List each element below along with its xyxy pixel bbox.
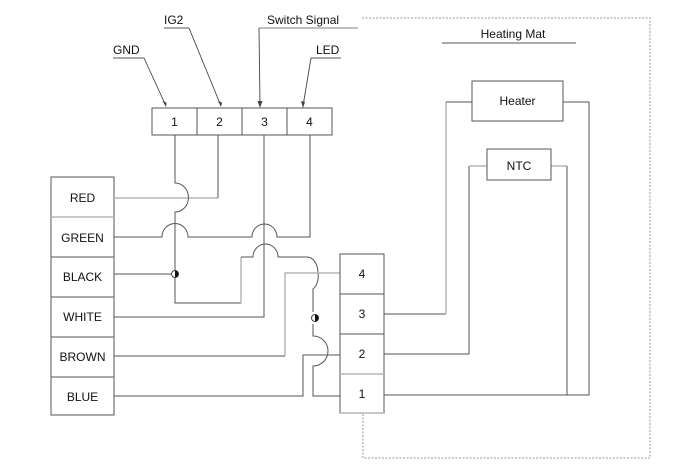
junction-gnd-fill: [315, 314, 319, 322]
top-pin-labels: GND IG2 Switch Signal LED: [113, 13, 358, 108]
mat-pin-2-label: 2: [359, 347, 366, 361]
arrow-gnd-icon: [162, 101, 167, 107]
arrow-led-icon: [301, 101, 305, 108]
leader-switch-signal: [258, 27, 261, 107]
heating-mat-title: Heating Mat: [481, 27, 546, 41]
harness-cell-white: [50, 296, 115, 338]
heater-component: Heater: [471, 80, 564, 122]
ntc-box: [486, 148, 552, 181]
harness-cell-blue: [50, 376, 115, 416]
enclosure-border: [362, 17, 651, 459]
mat-pin-3: [339, 293, 385, 335]
wire-gnd-lower: [312, 324, 340, 397]
mat-pin-2: [339, 333, 385, 375]
label-switch-signal: Switch Signal: [267, 13, 339, 27]
mat-pin-1-label: 1: [359, 387, 366, 401]
wire-green: [114, 135, 311, 238]
wire-gnd-upper: [174, 135, 241, 304]
ntc-component: NTC: [486, 148, 552, 181]
top-pin-3-label: 3: [261, 115, 268, 129]
top-connector: 1 2 3 4: [151, 107, 333, 136]
top-pin-2-label: 2: [216, 115, 223, 129]
label-led: LED: [316, 43, 340, 57]
mat-pin-1: [339, 373, 385, 414]
mat-pin-3-label: 3: [359, 307, 366, 321]
wire-white: [114, 135, 265, 318]
wire-blue: [114, 354, 340, 397]
leader-led: [302, 57, 312, 107]
mat-pin-4: [339, 253, 385, 295]
leader-ig2: [188, 27, 222, 107]
wire-mat-2: [384, 166, 470, 355]
mat-pin-4-label: 4: [359, 267, 366, 281]
mat-connector: 4 3 2 1: [339, 253, 385, 414]
label-gnd: GND: [113, 43, 140, 57]
harness-cell-black: [50, 256, 115, 298]
arrow-switch-signal-icon: [257, 101, 263, 108]
heating-mat-enclosure: Heating Mat: [362, 17, 651, 459]
label-ig2: IG2: [164, 13, 184, 27]
heater-label: Heater: [499, 94, 535, 108]
top-pin-1-label: 1: [171, 115, 178, 129]
junction-black-fill: [175, 270, 179, 278]
wires: [114, 101, 590, 397]
top-pin-4-label: 4: [306, 115, 313, 129]
wire-harness: RED GREEN BLACK WHITE BROWN BLUE: [50, 176, 115, 416]
ntc-label: NTC: [507, 159, 532, 173]
wire-label-brown: BROWN: [60, 350, 106, 364]
wire-label-black: BLACK: [63, 270, 102, 284]
top-pin-1: [151, 107, 198, 136]
wire-gnd-hop: [241, 243, 319, 312]
harness-cell-brown: [50, 336, 115, 378]
wire-brown-riser: [284, 272, 340, 356]
leader-gnd: [143, 57, 167, 107]
wire-label-white: WHITE: [63, 310, 102, 324]
wire-label-green: GREEN: [61, 231, 104, 245]
wire-label-red: RED: [70, 191, 96, 205]
top-pin-2: [196, 107, 243, 136]
wire-mat-1-heater: [384, 101, 590, 396]
wire-label-blue: BLUE: [67, 390, 98, 404]
heater-box: [471, 80, 564, 122]
arrow-ig2-icon: [218, 101, 222, 107]
